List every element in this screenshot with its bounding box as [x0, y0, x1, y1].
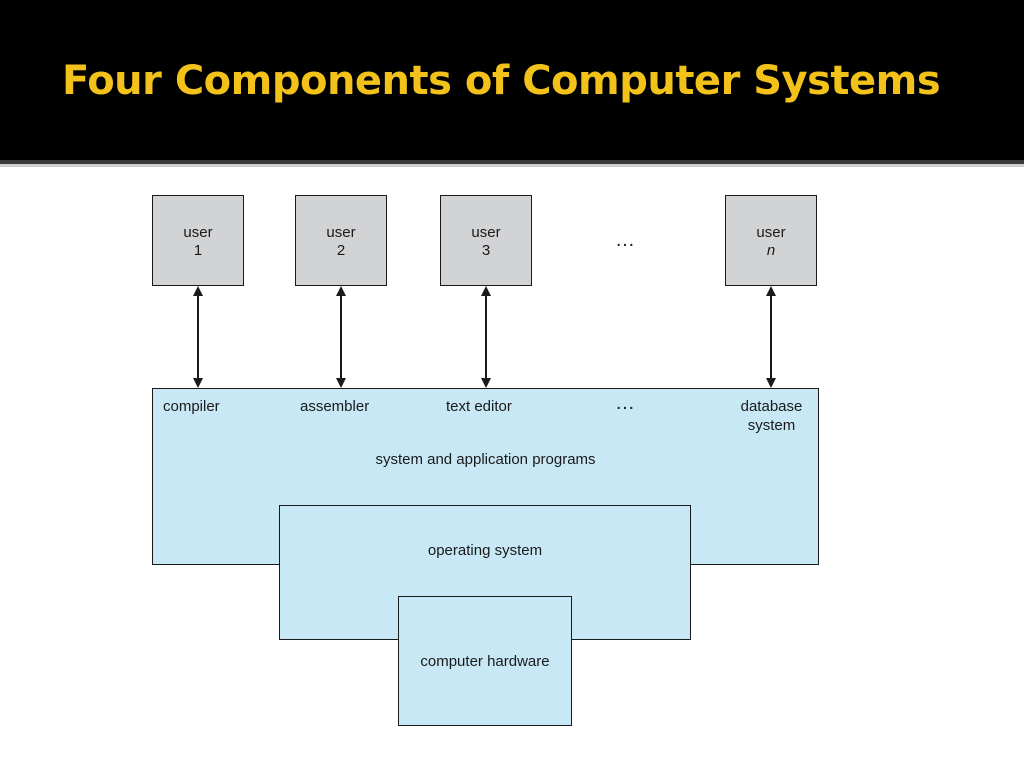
programs-layer-label: system and application programs [375, 451, 596, 468]
user-box-n-line1: user [756, 224, 786, 241]
program-label-database-system: database system [734, 397, 809, 435]
user-box-3-line2: 3 [481, 242, 491, 259]
slide-title: Four Components of Computer Systems [62, 58, 941, 104]
operating-system-label: operating system [427, 542, 543, 559]
program-label-assembler: assembler [300, 398, 370, 415]
user-box-3-line1: user [471, 224, 501, 241]
user-box-1-line1: user [183, 224, 213, 241]
header-divider-highlight [0, 164, 1024, 167]
program-label-compiler: compiler [163, 398, 220, 415]
database-label-line2: system [747, 417, 796, 434]
user-box-1-line2: 1 [193, 242, 203, 259]
user-ellipsis: … [615, 229, 636, 251]
database-label-line1: database [740, 398, 803, 415]
header-divider [0, 160, 1024, 164]
user-box-2-line2: 2 [336, 242, 346, 259]
title-bar: Four Components of Computer Systems [0, 0, 1024, 160]
user-box-1: user 1 [152, 195, 244, 286]
user-box-3: user 3 [440, 195, 532, 286]
computer-hardware-label: computer hardware [420, 653, 550, 670]
program-ellipsis: … [615, 392, 636, 414]
computer-hardware-layer [398, 596, 572, 726]
user-box-n: user n [725, 195, 817, 286]
user-box-n-line2: n [766, 242, 776, 259]
user-box-2-line1: user [326, 224, 356, 241]
program-label-text-editor: text editor [446, 398, 512, 415]
user-box-2: user 2 [295, 195, 387, 286]
